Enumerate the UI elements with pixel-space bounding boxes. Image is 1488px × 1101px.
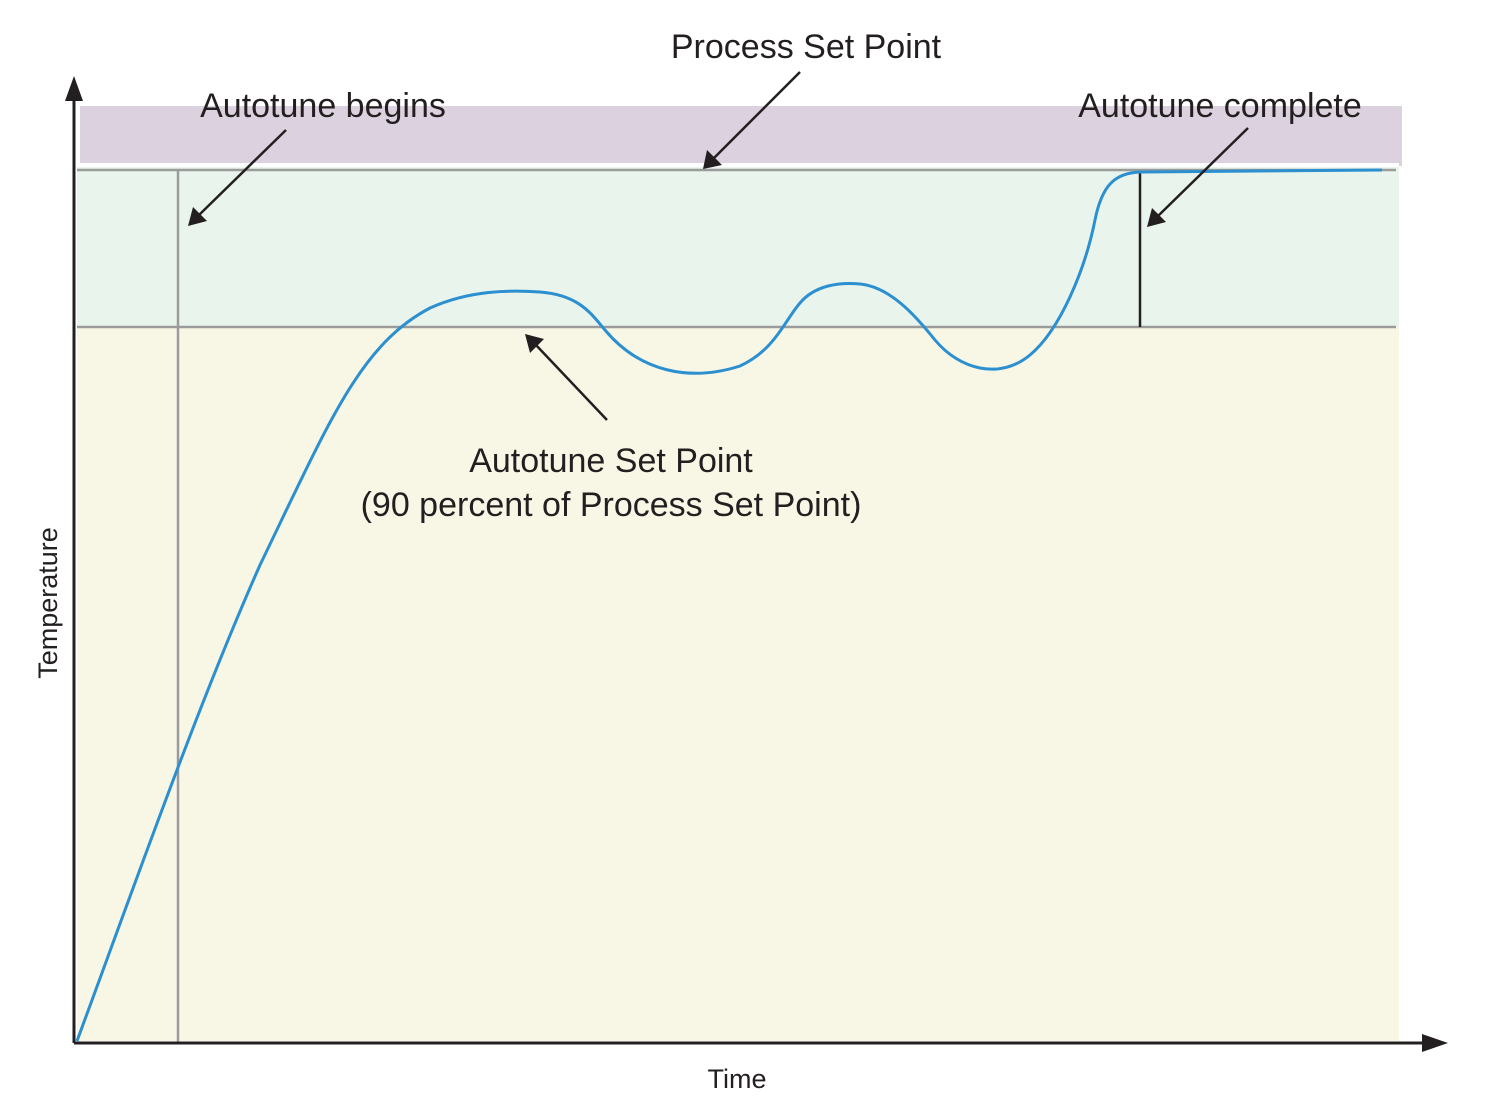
band-below-autotune-set-point	[77, 327, 1399, 1041]
autotune-begins-label: Autotune begins	[200, 87, 446, 125]
process-set-point-arrow	[703, 71, 801, 169]
autotune-set-point-label: Autotune Set Point	[469, 442, 753, 480]
y-axis-label: Temperature	[33, 527, 63, 679]
process-set-point-label: Process Set Point	[671, 28, 942, 66]
autotune-begins-arrow	[188, 129, 287, 226]
autotune-complete-arrow	[1147, 127, 1249, 227]
autotune-set-point-sublabel: (90 percent of Process Set Point)	[361, 486, 862, 524]
autotune-complete-label: Autotune complete	[1078, 87, 1362, 125]
band-highlight-line	[77, 163, 1399, 167]
temperature-curve	[75, 168, 1383, 1042]
y-axis-arrowhead	[65, 76, 83, 101]
x-axis-label: Time	[708, 1064, 767, 1094]
band-above-process-set-point	[80, 106, 1402, 166]
band-between-set-points	[77, 166, 1399, 327]
autotune-set-point-arrow	[525, 334, 608, 421]
x-axis-arrowhead	[1422, 1034, 1448, 1052]
